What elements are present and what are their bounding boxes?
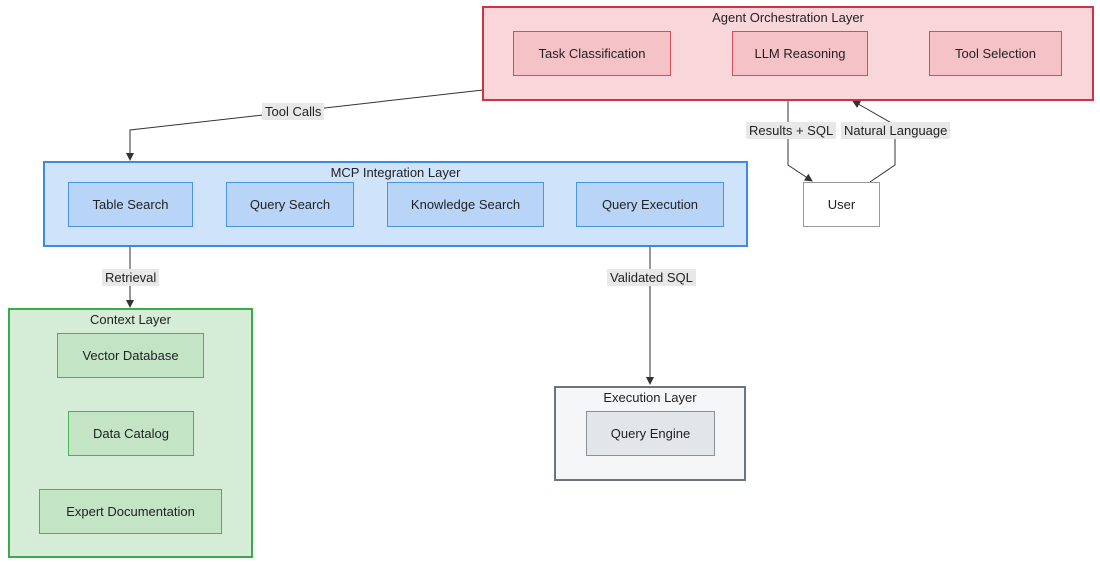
edge-results-sql xyxy=(787,101,813,182)
validated-sql-label: Validated SQL xyxy=(607,269,696,286)
context-layer-title: Context Layer xyxy=(90,312,171,327)
data-catalog-node: Data Catalog xyxy=(68,411,194,456)
query-search-node: Query Search xyxy=(226,182,354,227)
results-sql-label: Results + SQL xyxy=(746,122,837,139)
mcp-integration-layer-title: MCP Integration Layer xyxy=(330,165,461,180)
edge-tool-calls xyxy=(126,89,484,161)
query-execution-node: Query Execution xyxy=(576,182,724,227)
task-classification-node: Task Classification xyxy=(513,31,671,76)
edge-natural-language xyxy=(852,100,896,183)
natural-language-label: Natural Language xyxy=(841,122,951,139)
tool-selection-node: Tool Selection xyxy=(929,31,1062,76)
query-engine-node: Query Engine xyxy=(586,411,715,456)
agent-orchestration-layer-title: Agent Orchestration Layer xyxy=(712,10,864,25)
user-node: User xyxy=(803,182,880,227)
vector-database-node: Vector Database xyxy=(57,333,204,378)
table-search-node: Table Search xyxy=(68,182,193,227)
retrieval-label: Retrieval xyxy=(102,269,160,286)
llm-reasoning-node: LLM Reasoning xyxy=(732,31,868,76)
execution-layer-title: Execution Layer xyxy=(603,390,697,405)
expert-documentation-node: Expert Documentation xyxy=(39,489,222,534)
knowledge-search-node: Knowledge Search xyxy=(387,182,544,227)
tool-calls-label: Tool Calls xyxy=(262,103,325,120)
